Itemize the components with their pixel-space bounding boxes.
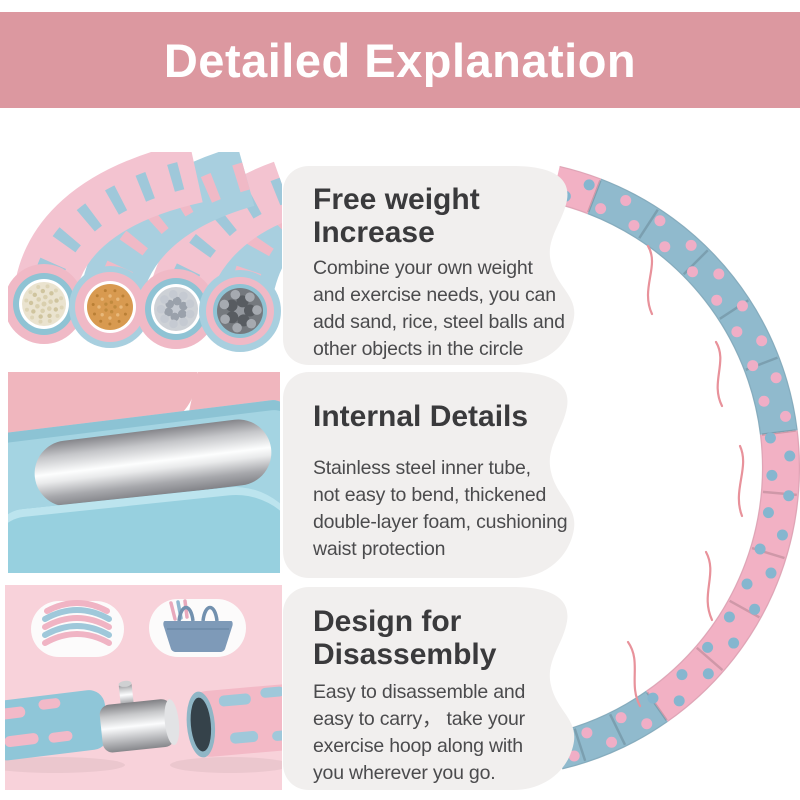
- photo-internal-cutaway: [8, 372, 280, 573]
- section-body-line: other objects in the circle: [313, 338, 524, 360]
- section-body-line: Easy to disassemble and: [313, 681, 526, 703]
- section-heading-line: Internal Details: [313, 400, 529, 433]
- photo-disassembly: [5, 585, 282, 790]
- card-background-shape: [283, 166, 575, 365]
- section-body-line: and exercise needs, you can: [313, 284, 556, 306]
- section-body: Easy to disassemble and easy to carry， t…: [313, 679, 575, 787]
- section-body-line: double-layer foam, cushioning: [313, 511, 568, 533]
- card-design-for-disassembly: Design for Disassembly Easy to disassemb…: [283, 587, 579, 790]
- section-body-line: add sand, rice, steel balls and: [313, 311, 565, 333]
- section-body-line: not easy to bend, thickened: [313, 484, 547, 506]
- cross-section-steel-balls: [136, 269, 216, 349]
- steel-connector: [99, 680, 180, 753]
- disassembly-graphic: [5, 599, 282, 773]
- tube-shadow: [170, 757, 282, 773]
- card-internal-details: Internal Details Stainless steel inner t…: [283, 372, 579, 578]
- cross-sections-graphic: [8, 152, 282, 352]
- page-title: Detailed Explanation: [163, 33, 637, 87]
- section-body-line: exercise hoop along with: [313, 735, 523, 757]
- header-banner: Detailed Explanation: [0, 12, 800, 108]
- section-body: Combine your own weight and exercise nee…: [313, 255, 575, 363]
- tube-shadow: [5, 757, 125, 773]
- section-body-line: easy to carry， take your: [313, 708, 525, 730]
- cross-section-sand: [69, 266, 151, 348]
- section-heading-line: Design for: [313, 605, 462, 638]
- card-background-shape: [283, 372, 575, 578]
- cross-section-rice: [8, 264, 84, 344]
- segment-with-connector: [5, 690, 109, 761]
- carry-bag-pill: [149, 599, 246, 657]
- stacked-segments-pill: [31, 600, 124, 657]
- section-body-line: Stainless steel inner tube,: [313, 457, 531, 479]
- card-free-weight-increase: Free weight Increase Combine your own we…: [283, 166, 579, 365]
- cross-section-stones: [199, 270, 281, 352]
- section-body-line: you wherever you go.: [313, 762, 496, 784]
- section-heading-line: Increase: [313, 216, 435, 249]
- section-body: Stainless steel inner tube, not easy to …: [313, 455, 575, 563]
- section-body-line: waist protection: [313, 538, 446, 560]
- segment-with-socket: [186, 683, 282, 758]
- card-background-shape: [283, 587, 575, 790]
- section-heading-line: Disassembly: [313, 638, 497, 671]
- section-body-line: Combine your own weight: [313, 257, 533, 279]
- section-heading-line: Free weight: [313, 183, 480, 216]
- photo-hoop-cross-sections: [8, 152, 282, 363]
